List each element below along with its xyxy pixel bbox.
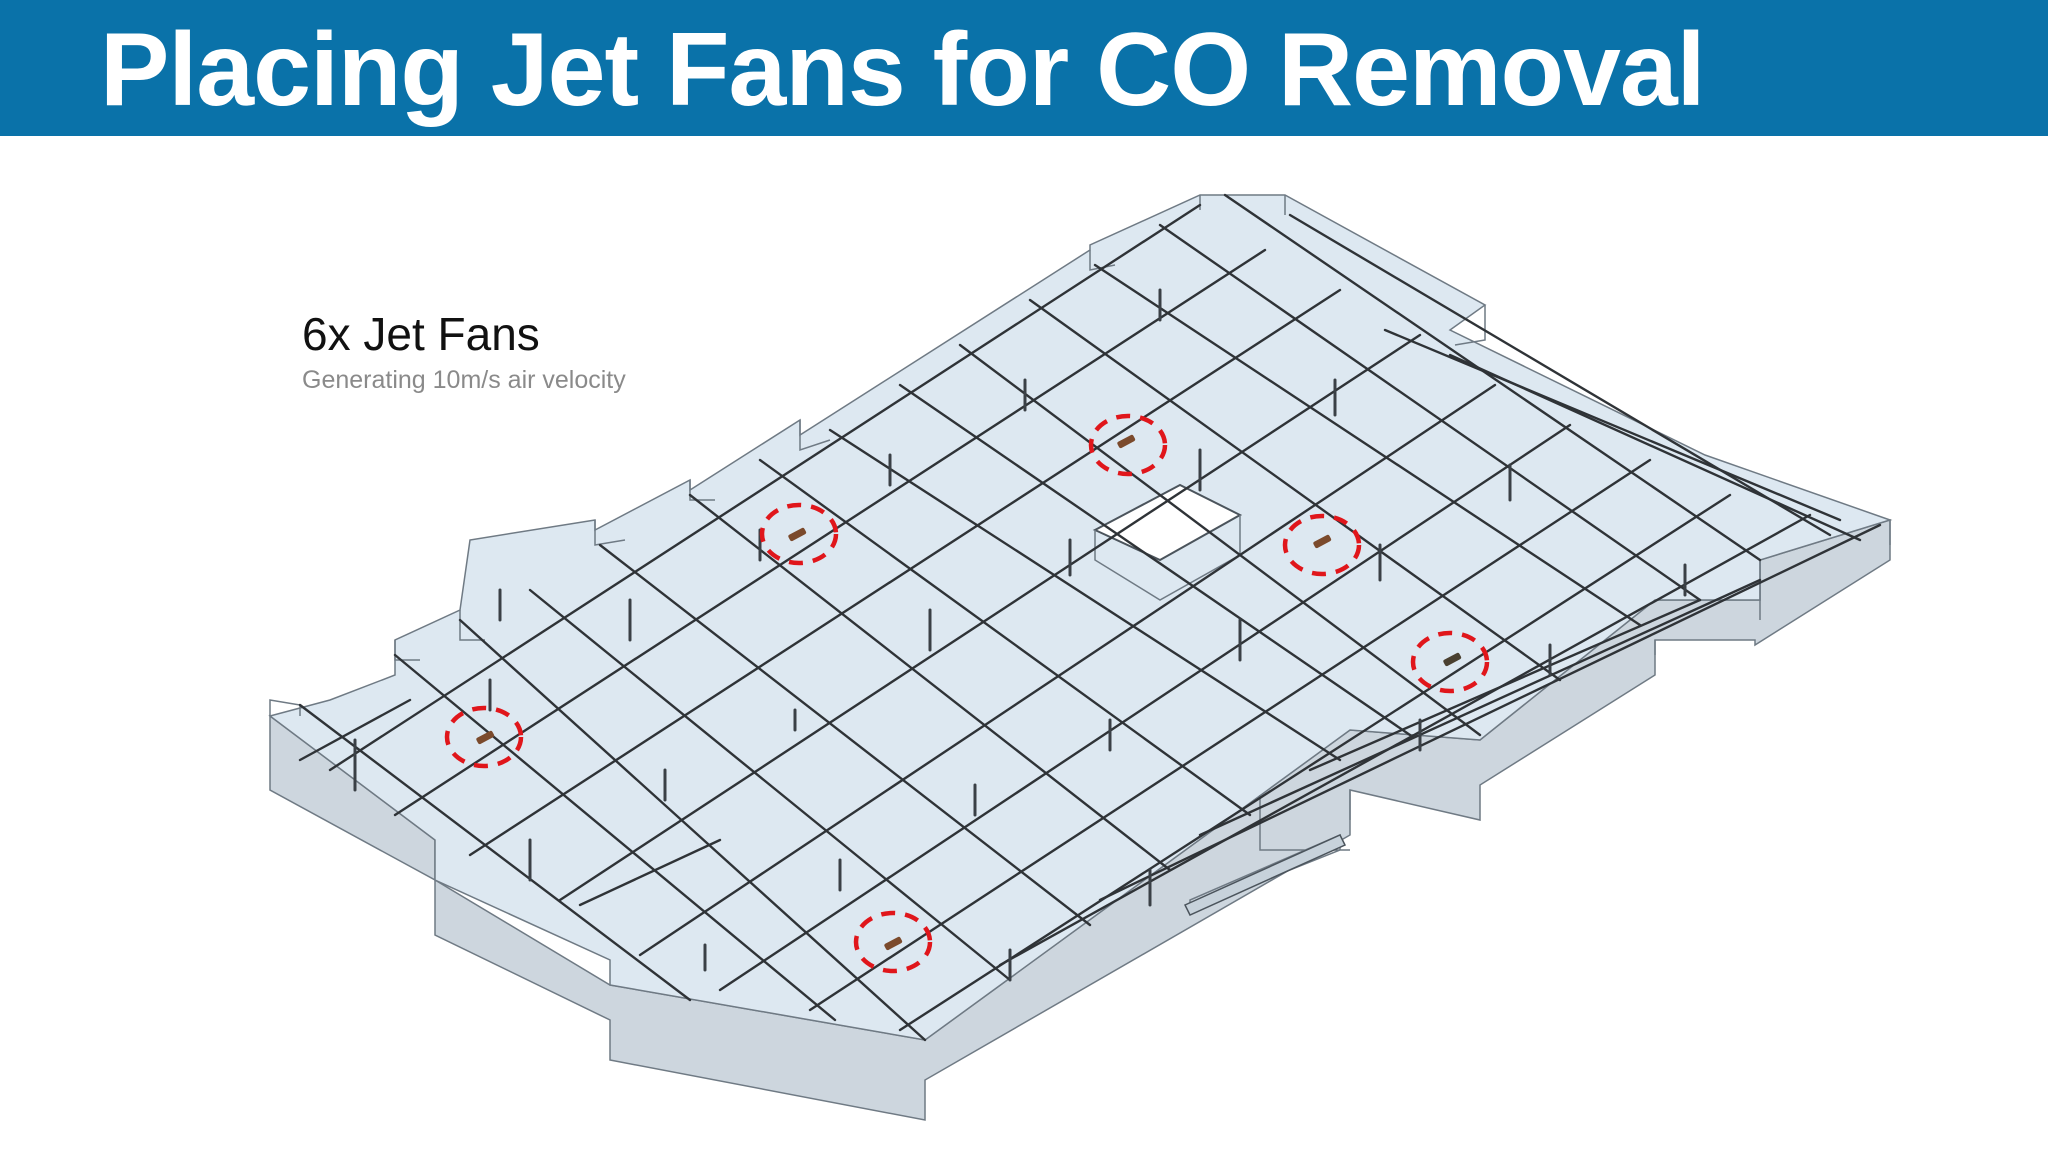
beam-line xyxy=(298,703,692,1002)
beam-line xyxy=(1288,213,1832,537)
duct-detail xyxy=(1183,834,1347,916)
jet-fan-6 xyxy=(853,910,933,974)
jet-fan-4 xyxy=(1410,630,1490,694)
beam-line xyxy=(393,653,837,1022)
beam-line xyxy=(558,333,1422,902)
beam-line xyxy=(458,618,927,1042)
beam-line xyxy=(1098,523,1882,902)
fan-marker-ring xyxy=(1410,630,1490,694)
beam-line xyxy=(1308,598,1702,772)
hangers xyxy=(353,288,1687,982)
caption-heading: 6x Jet Fans xyxy=(302,308,540,360)
duct xyxy=(578,838,722,907)
duct xyxy=(1383,328,1842,522)
fan-icon xyxy=(476,730,495,745)
beam-line xyxy=(898,493,1732,1032)
slab-opening-wall xyxy=(1094,515,1241,601)
beam-line xyxy=(1198,578,1762,837)
beam-line xyxy=(1223,193,1762,562)
beam-line xyxy=(998,513,1812,967)
jet-fan-1 xyxy=(1088,413,1168,477)
fan-icon xyxy=(1313,534,1332,549)
fan-icon xyxy=(788,527,807,542)
jet-fan-3 xyxy=(1282,513,1362,577)
beam-line xyxy=(393,248,1267,817)
fan-marker-ring xyxy=(1282,513,1362,577)
slide-title: Placing Jet Fans for CO Removal xyxy=(100,12,1706,128)
caption-subheading: Generating 10m/s air velocity xyxy=(302,366,626,394)
title-bar: Placing Jet Fans for CO Removal xyxy=(0,0,2048,136)
beam-line xyxy=(688,493,1172,872)
fan-marker-ring xyxy=(1088,413,1168,477)
fan-icon xyxy=(1117,434,1136,449)
beam-line xyxy=(598,543,1092,927)
fan-marker-ring xyxy=(853,910,933,974)
beam-line xyxy=(898,383,1412,737)
duct xyxy=(1448,353,1862,542)
duct xyxy=(298,698,412,762)
beam-line xyxy=(638,383,1497,957)
beam-line xyxy=(808,458,1652,1012)
fan-icon xyxy=(884,936,903,951)
jet-fans xyxy=(444,413,1490,974)
beam-line xyxy=(468,288,1342,857)
beam-line xyxy=(958,343,1482,737)
beam-line xyxy=(758,458,1252,817)
beam-line xyxy=(828,428,1342,762)
fan-caption: 6x Jet Fans Generating 10m/s air velocit… xyxy=(302,306,626,396)
beam-line xyxy=(718,423,1572,992)
fan-marker-ring xyxy=(444,705,524,769)
beam-line xyxy=(1028,298,1562,682)
jet-fan-5 xyxy=(444,705,524,769)
beam-grid xyxy=(298,193,1882,1042)
fan-marker-ring xyxy=(759,502,839,566)
beam-line xyxy=(528,588,1012,982)
slab-wall-outline xyxy=(269,195,1891,912)
fan-icon xyxy=(1443,652,1462,667)
beam-line xyxy=(1093,263,1642,627)
beam-line xyxy=(328,203,1202,772)
jet-fan-2 xyxy=(759,502,839,566)
beam-line xyxy=(1158,223,1702,602)
